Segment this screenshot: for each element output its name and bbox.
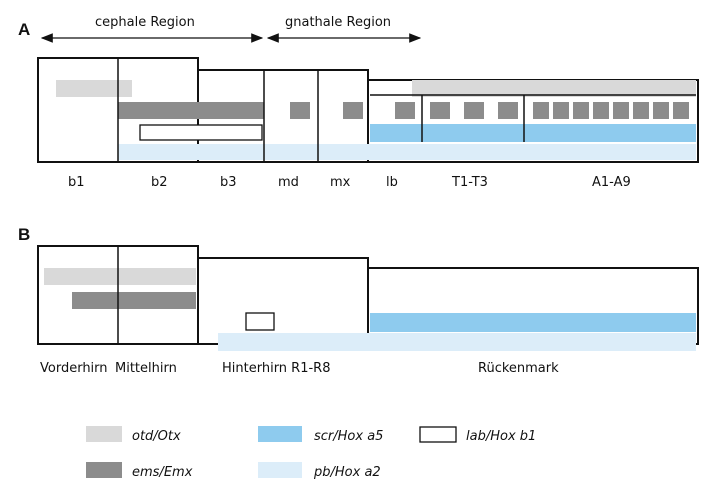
panel-a-label: A: [18, 20, 30, 39]
legend-ems-label: ems/Emx: [132, 465, 193, 480]
segment-rueckenmark: Rückenmark: [478, 361, 559, 376]
box-hindbrain: [197, 257, 369, 345]
legend-otd-swatch: [86, 426, 122, 442]
segment-mittelhirn: Mittelhirn: [115, 361, 177, 376]
segment-lb: lb: [386, 175, 398, 190]
ems-domain-b: [72, 292, 196, 309]
legend-scr-label: scr/Hox a5: [314, 429, 383, 444]
scr-domain-b: [370, 313, 696, 332]
ems-segment-block: [430, 102, 450, 119]
segment-hinterhirn: Hinterhirn R1-R8: [222, 361, 330, 376]
otd-domain-a: [56, 80, 132, 97]
region-gnathal-label: gnathale Region: [285, 15, 391, 30]
otd-domain-trunk: [412, 80, 696, 97]
box-spinal-cord: [367, 267, 699, 345]
ems-segment-block: [573, 102, 589, 119]
ems-segment-block: [498, 102, 518, 119]
ems-segment-block: [653, 102, 669, 119]
segment-mx: mx: [330, 175, 351, 190]
segment-b3: b3: [220, 175, 237, 190]
segment-t1-t3: T1-T3: [451, 175, 488, 190]
legend-pb-swatch: [258, 462, 302, 478]
ems-segment-blocks: [290, 102, 689, 119]
ems-segment-block: [464, 102, 484, 119]
ems-segment-block: [593, 102, 609, 119]
ems-segment-block: [533, 102, 549, 119]
legend-pb-label: pb/Hox a2: [313, 465, 381, 480]
segment-b2: b2: [151, 175, 168, 190]
ems-domain-a: [118, 102, 264, 119]
segment-b1: b1: [68, 175, 85, 190]
legend: otd/Otx ems/Emx scr/Hox a5 pb/Hox a2 lab…: [86, 426, 536, 480]
legend-lab-label: lab/Hox b1: [466, 429, 536, 444]
ems-segment-block: [673, 102, 689, 119]
pb-domain-b: [218, 333, 696, 351]
ems-segment-block: [395, 102, 415, 119]
ems-segment-block: [633, 102, 649, 119]
legend-scr-swatch: [258, 426, 302, 442]
ems-segment-block: [290, 102, 310, 119]
panel-b: B Vorderhirn Mittelhirn Hinterhirn R1-R8…: [18, 225, 699, 376]
segment-md: md: [278, 175, 299, 190]
legend-otd-label: otd/Otx: [132, 429, 181, 444]
ems-segment-block: [553, 102, 569, 119]
legend-ems-swatch: [86, 462, 122, 478]
panel-a: A cephale Region gnathale Region b1 b2 b…: [18, 15, 699, 190]
lab-domain-b: [245, 312, 275, 331]
ems-segment-block: [613, 102, 629, 119]
lab-domain-a: [139, 124, 263, 141]
legend-lab-swatch: [419, 426, 457, 443]
segment-a1-a9: A1-A9: [592, 175, 631, 190]
otd-domain-b: [44, 268, 196, 285]
pb-domain-a: [118, 144, 696, 160]
ems-segment-block: [343, 102, 363, 119]
region-cephal-label: cephale Region: [95, 15, 195, 30]
scr-domain-a: [370, 124, 696, 142]
panel-b-label: B: [18, 225, 30, 244]
segment-vorderhirn: Vorderhirn: [40, 361, 108, 376]
